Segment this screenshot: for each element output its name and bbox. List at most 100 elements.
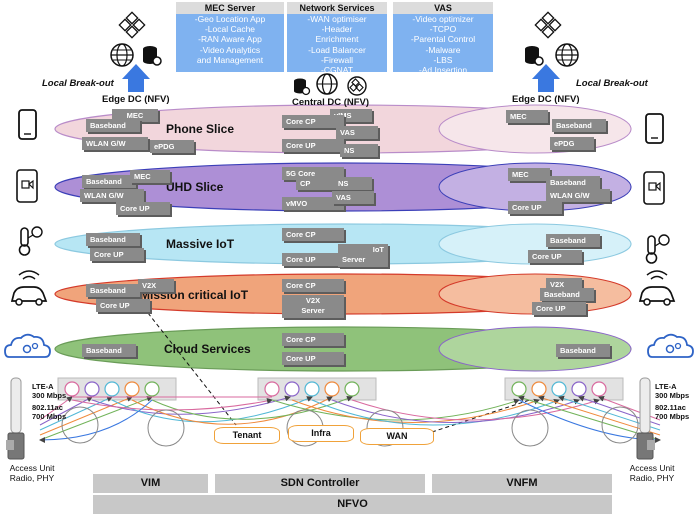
connected-car-icon — [638, 270, 676, 306]
vnf-baseband-right: Baseband — [546, 176, 600, 189]
central-dc-label: Central DC (NFV) — [292, 97, 370, 108]
ns-line: -CGNAT — [321, 65, 353, 76]
radio-line: 300 Mbps — [655, 391, 690, 400]
vnf-vmvo: vMVO — [282, 197, 344, 210]
dashed-link — [147, 312, 237, 426]
up-arrow-icon — [532, 64, 560, 92]
router-circle — [601, 406, 639, 444]
vnf-v2x: V2X — [138, 279, 174, 292]
vnf-baseband-right: Baseband — [552, 119, 606, 132]
vnf-epdg-right: ePDG — [550, 137, 594, 150]
cubes-icon — [118, 11, 146, 39]
vnf-epdg: ePDG — [150, 140, 194, 153]
vim-bar: VIM — [93, 474, 208, 493]
vnf-core-up: Core UP — [282, 352, 344, 365]
v2x-label: V2X — [305, 296, 321, 305]
local-breakout-right: Local Break-out — [576, 78, 648, 89]
vas-line: -Malware — [425, 44, 461, 55]
massive-iot-title: Massive IoT — [166, 237, 235, 251]
smartphone-icon — [645, 113, 664, 144]
tenant-database: Tenant — [214, 427, 280, 444]
radio-line: LTE-A — [655, 382, 677, 391]
cloud-services-title: Cloud Services — [164, 342, 251, 356]
au-line: Access Unit — [9, 463, 55, 473]
vnf-vas: VAS — [336, 126, 378, 139]
ns-line: -WAN optimiser — [307, 14, 367, 24]
vnf-core-up: Core UP — [282, 253, 344, 266]
antenna-tower-icon — [6, 377, 25, 460]
vnf-core-cp: Core CP — [282, 279, 344, 292]
mec-line: -RAN Aware App — [198, 34, 262, 45]
up-arrow-icon — [122, 64, 150, 92]
radio-line: 802.11ac — [655, 403, 686, 412]
tablet-video-icon — [16, 169, 38, 203]
vnf-v2x-right: V2X — [546, 278, 582, 291]
ns-line: -Header — [321, 24, 353, 35]
radio-spec-right: LTE-A 300 Mbps 802.11ac 700 Mbps — [655, 382, 689, 421]
vnf-core-up-right: Core UP — [508, 201, 562, 214]
radio-line: 300 Mbps — [32, 391, 67, 400]
vnf-core-up: Core UP — [116, 202, 170, 215]
radio-line: 802.11ac — [32, 403, 63, 412]
router-circle — [61, 406, 99, 444]
antenna-tower-icon — [636, 377, 655, 460]
radio-line: 700 Mbps — [32, 412, 67, 421]
vnf-mec-right: MEC — [508, 168, 550, 181]
server-label: Server — [342, 255, 366, 264]
vnf-core-up-right: Core UP — [528, 250, 582, 263]
vnf-ns: NS — [334, 177, 372, 190]
switch-array-right — [504, 377, 624, 401]
vnf-baseband: Baseband — [82, 344, 136, 357]
radio-spec-left: LTE-A 300 Mbps 802.11ac 700 Mbps — [32, 382, 66, 421]
thermometer-icon — [18, 226, 43, 256]
switch-array-center — [257, 377, 377, 401]
uhd-slice-title: UHD Slice — [166, 180, 224, 194]
vas-header: VAS — [393, 2, 493, 14]
vnf-wlan-gw: WLAN G/W — [80, 189, 144, 202]
au-line: Radio, PHY — [9, 473, 55, 483]
tablet-video-icon — [643, 171, 665, 205]
sdn-controller-bar: SDN Controller — [215, 474, 425, 493]
vnf-core-cp: Core CP — [282, 115, 344, 128]
thermometer-icon — [645, 234, 670, 264]
server-label: Server — [301, 306, 325, 315]
au-line: Radio, PHY — [629, 473, 675, 483]
mec-server-box: MEC Server -Geo Location App -Local Cach… — [176, 2, 284, 72]
cubes-icon — [347, 76, 367, 96]
phone-slice-title: Phone Slice — [166, 122, 235, 136]
mec-line: -Video Analytics — [199, 44, 261, 55]
vnf-iot-server: IoT Server — [338, 244, 388, 267]
smartphone-icon — [18, 109, 37, 140]
database-gear-icon — [525, 46, 544, 66]
vas-line: -Ad Insertion — [418, 65, 468, 76]
vnf-5g-core: 5G Core — [282, 167, 344, 180]
vas-line: -LBS — [433, 54, 453, 65]
vnf-mec: MEC — [112, 109, 158, 122]
mec-line: -Geo Location App — [194, 14, 266, 24]
vnf-core-up-right: Core UP — [532, 302, 586, 315]
ns-line: -Load Balancer — [308, 44, 366, 55]
access-unit-left-label: Access Unit Radio, PHY — [2, 463, 62, 483]
vnf-cp: CP — [296, 177, 334, 190]
local-breakout-left: Local Break-out — [42, 78, 114, 89]
vnf-v2x-server: V2X Server — [282, 295, 344, 318]
cloud-slice-right-lobe — [438, 326, 632, 372]
edge-dc-right-label: Edge DC (NFV) — [512, 94, 580, 105]
vnf-core-up: Core UP — [282, 139, 344, 152]
database-gear-icon — [143, 46, 162, 66]
vnf-baseband-right: Baseband — [556, 344, 610, 357]
vnf-baseband-right: Baseband — [540, 288, 594, 301]
vnf-mec-right: MEC — [506, 110, 548, 123]
au-line: Access Unit — [629, 463, 675, 473]
vnf-baseband: Baseband — [86, 233, 140, 246]
cloud-gear-icon — [4, 333, 51, 358]
database-gear-icon — [294, 78, 311, 96]
vnf-core-cp: Core CP — [282, 333, 344, 346]
vnf-wlan-gw: WLAN G/W — [82, 137, 148, 150]
globe-icon — [110, 43, 134, 67]
switch-array-left — [57, 377, 177, 401]
network-services-box: Network Services -WAN optimiser -Header … — [287, 2, 387, 76]
infra-database: Infra — [288, 425, 354, 442]
vnf-vas: VAS — [332, 191, 374, 204]
